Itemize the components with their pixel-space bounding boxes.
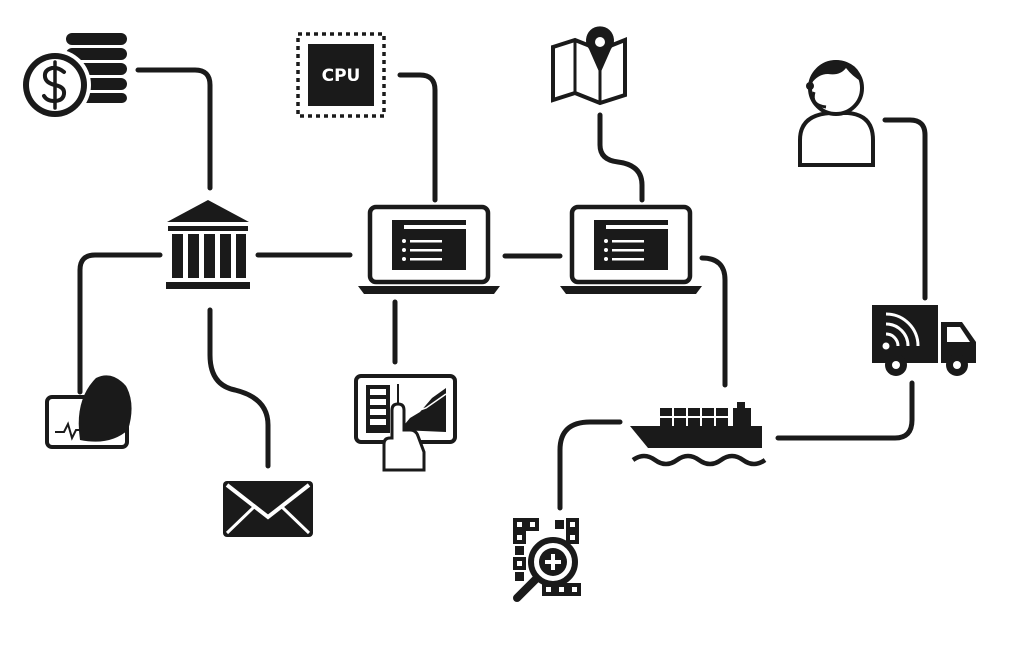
dollar-coins-icon [19, 33, 127, 121]
link-bank-payment [77, 252, 163, 395]
delivery-truck-icon [872, 305, 976, 376]
link-laptop-2-ship [699, 255, 728, 388]
link-truck-agent [882, 117, 928, 301]
card-payment-icon [45, 375, 132, 449]
cpu-chip-icon: CPU [296, 32, 386, 118]
cpu-label: CPU [322, 66, 361, 86]
link-ship-truck [775, 380, 915, 441]
connectors [77, 67, 928, 511]
map-pin-icon [551, 26, 627, 106]
link-cpu-laptop-1 [397, 72, 438, 203]
link-map-laptop-2 [597, 112, 645, 203]
grid-search-icon [513, 518, 581, 602]
link-ship-search [557, 419, 623, 511]
touch-tablet-chart-icon [354, 374, 457, 472]
bank-icon [166, 200, 250, 289]
link-bank-mail [207, 307, 271, 469]
support-agent-icon [798, 60, 875, 167]
laptop-icon [560, 204, 702, 294]
laptop-icon [358, 204, 500, 294]
link-coins-bank [135, 67, 213, 191]
cargo-ship-icon [630, 402, 767, 467]
envelope-icon [223, 481, 313, 537]
